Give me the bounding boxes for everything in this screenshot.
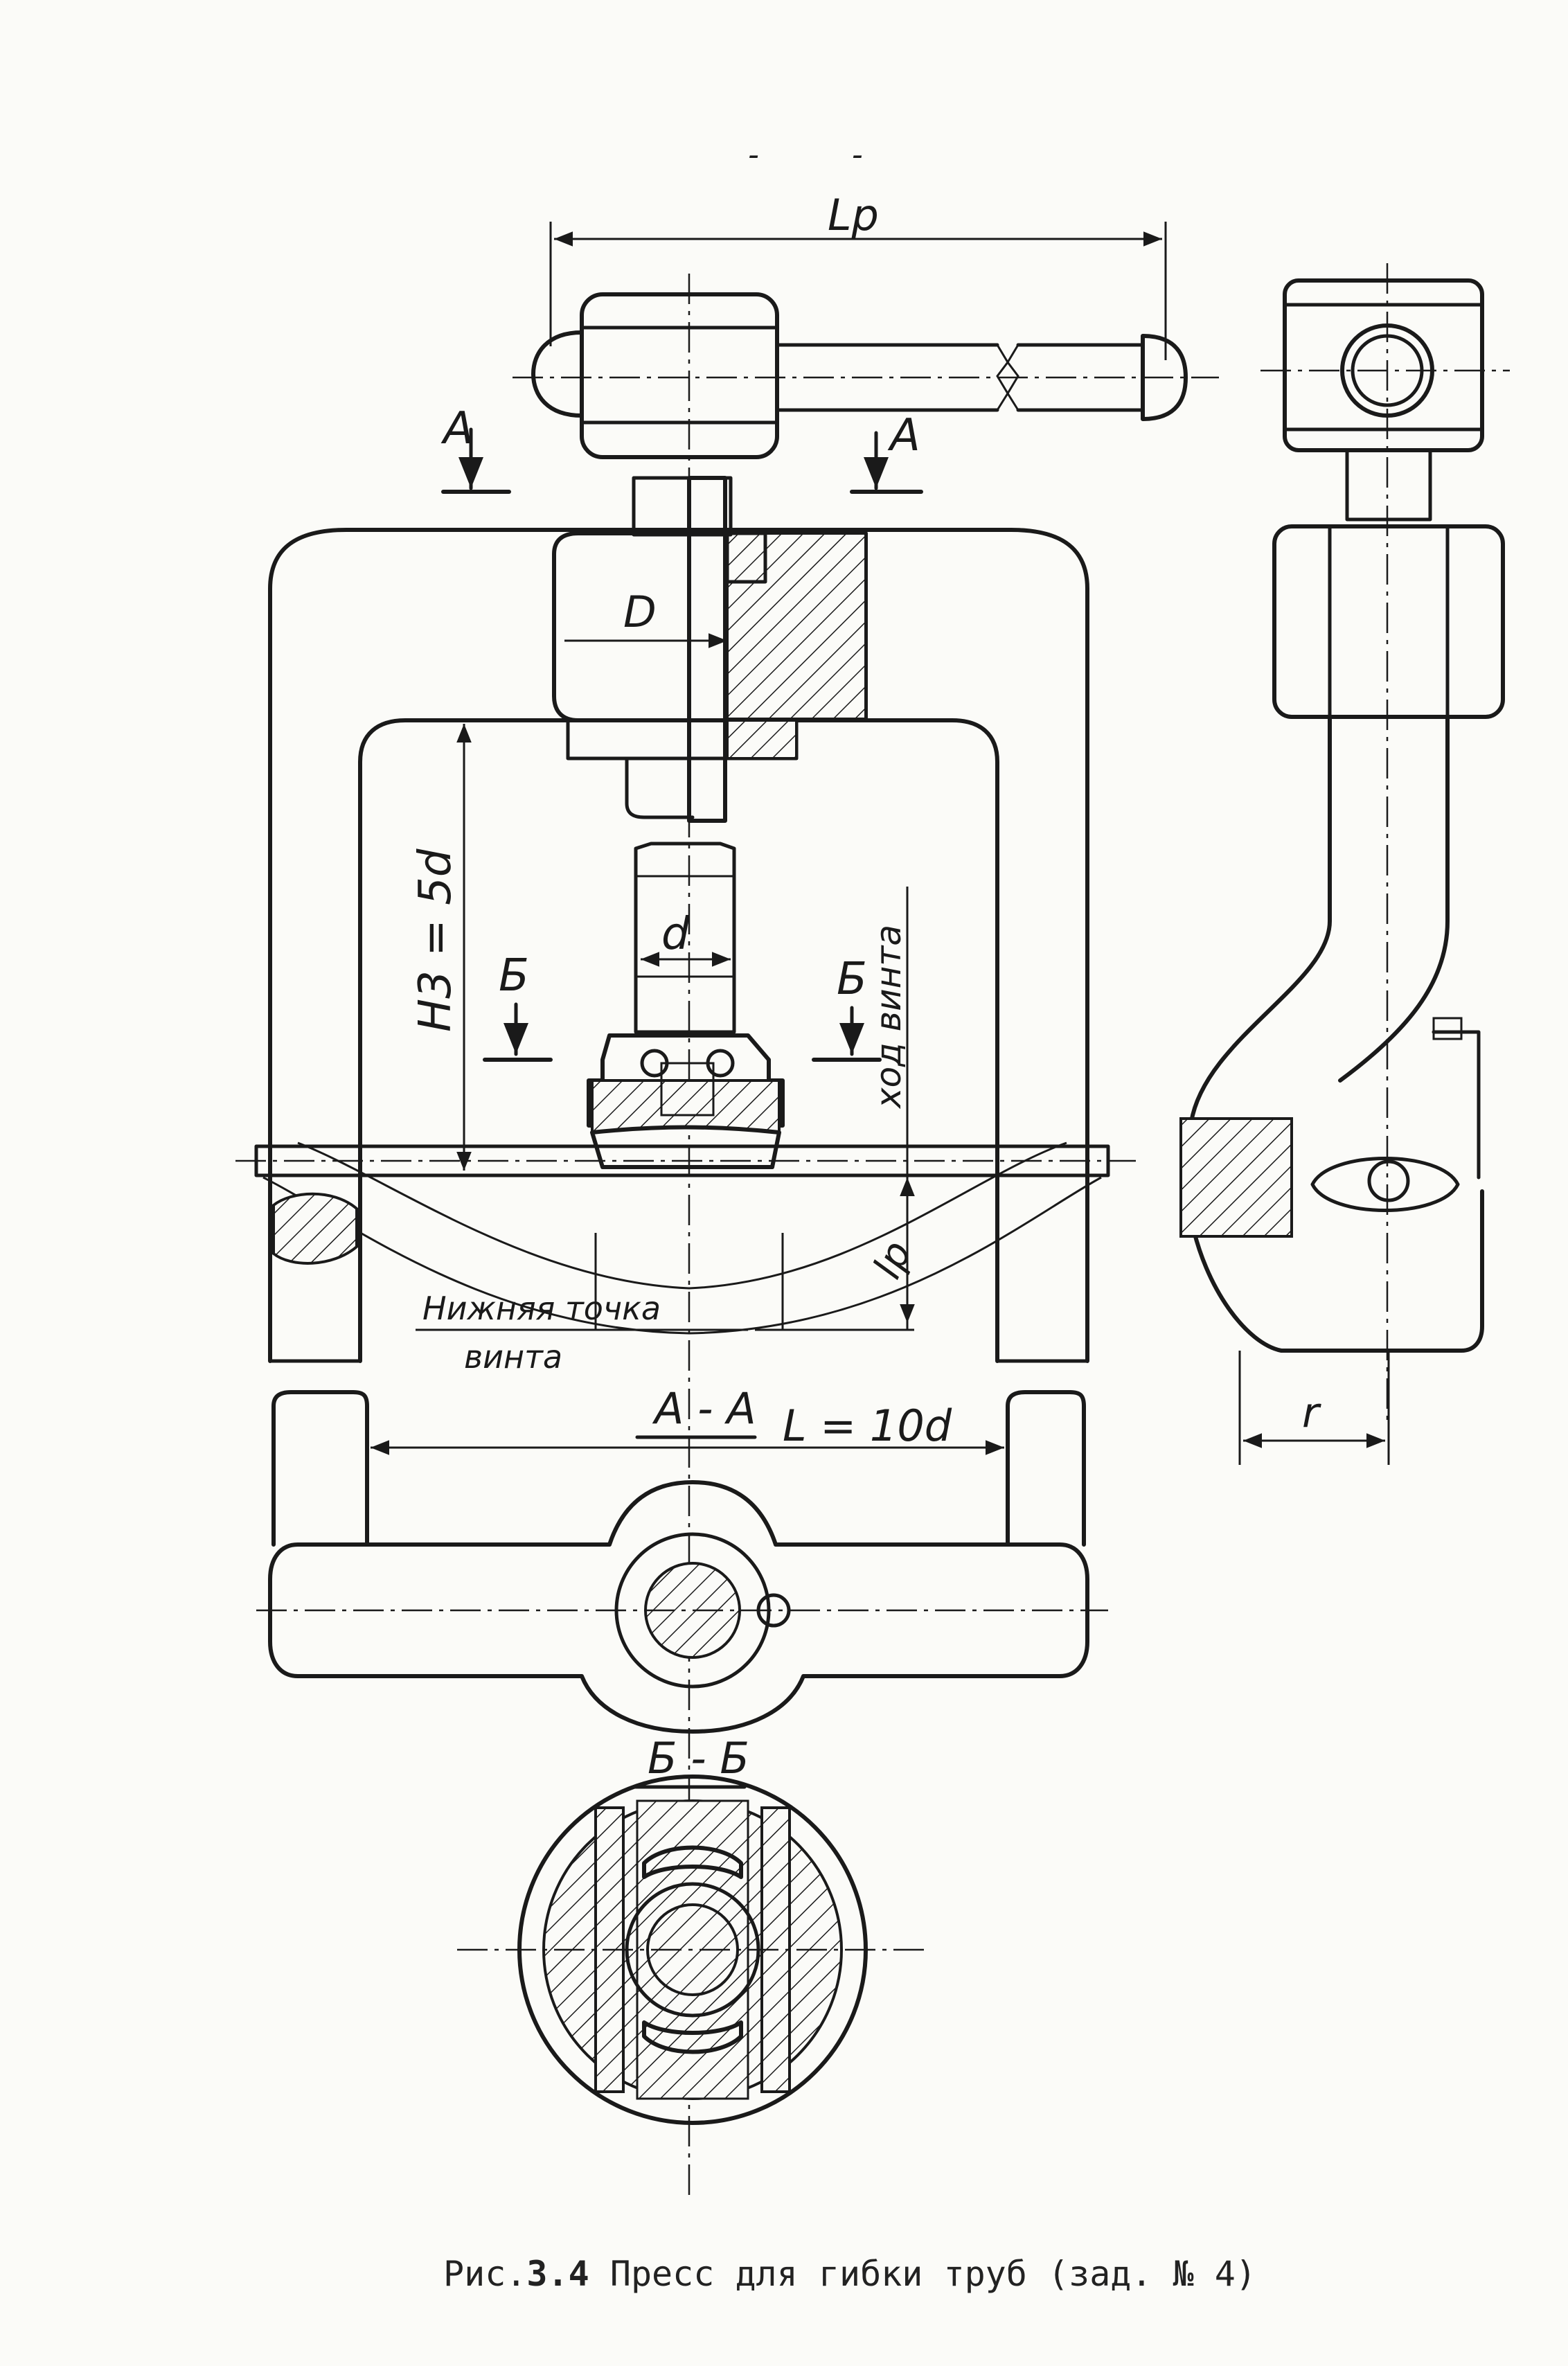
label-lower-point-2: винта [464,1338,562,1376]
top-marks: - - [748,137,905,172]
label-d-outer: D [623,587,657,637]
figure-caption: Рис.3.4 Пресс для гибки труб (зад. № 4) [443,2254,1256,2294]
label-lp-stroke: lp [865,1234,921,1286]
label-l: L = 10d [783,1400,952,1451]
label-b-left: Б [499,950,529,1002]
pressing-shoe [587,1033,785,1169]
dimension-lp: Lp [549,190,1167,360]
label-d-inner: d [661,909,690,960]
label-h3: H3 = 5d [410,848,461,1032]
section-marker-a-right: А [850,410,923,494]
lower-point-note: Нижняя точка винта [416,1290,748,1376]
label-screw-stroke: ход винта [868,925,909,1110]
caption-text: Пресс для гибки труб (зад. № 4) [589,2254,1256,2294]
front-view: Lp А А [235,190,1219,2196]
caption-prefix: Рис. [443,2254,526,2294]
screw-head [513,292,1219,459]
svg-text:Рис.3.4 Пресс для гибки труб (: Рис.3.4 Пресс для гибки труб (зад. № 4) [443,2254,1256,2294]
label-a-left: А [440,403,474,454]
dimension-h3: H3 = 5d [410,724,472,1171]
side-view: r [1179,263,1510,1465]
pipe-straight [235,1141,1136,1335]
section-marker-b-left: Б [483,950,553,1062]
section-b-b: Б - Б [457,1733,928,2125]
section-marker-b-right: Б [812,954,882,1062]
dimension-lp-stroke: lp [755,1177,921,1331]
label-a-right: А [887,410,920,461]
dimension-d-outer: D [564,587,727,648]
label-lower-point-1: Нижняя точка [422,1290,661,1327]
section-marker-a-left: А [440,403,511,494]
label-lp: Lp [828,190,879,240]
label-b-right: Б [837,954,867,1005]
support-left [272,1192,358,1265]
screw: d [634,274,736,2196]
label-r: r [1302,1389,1321,1437]
title-section-a-a: А - А [652,1383,756,1434]
section-a-a: А - А L = 10d [256,1383,1108,1734]
caption-number: 3.4 [526,2254,589,2294]
